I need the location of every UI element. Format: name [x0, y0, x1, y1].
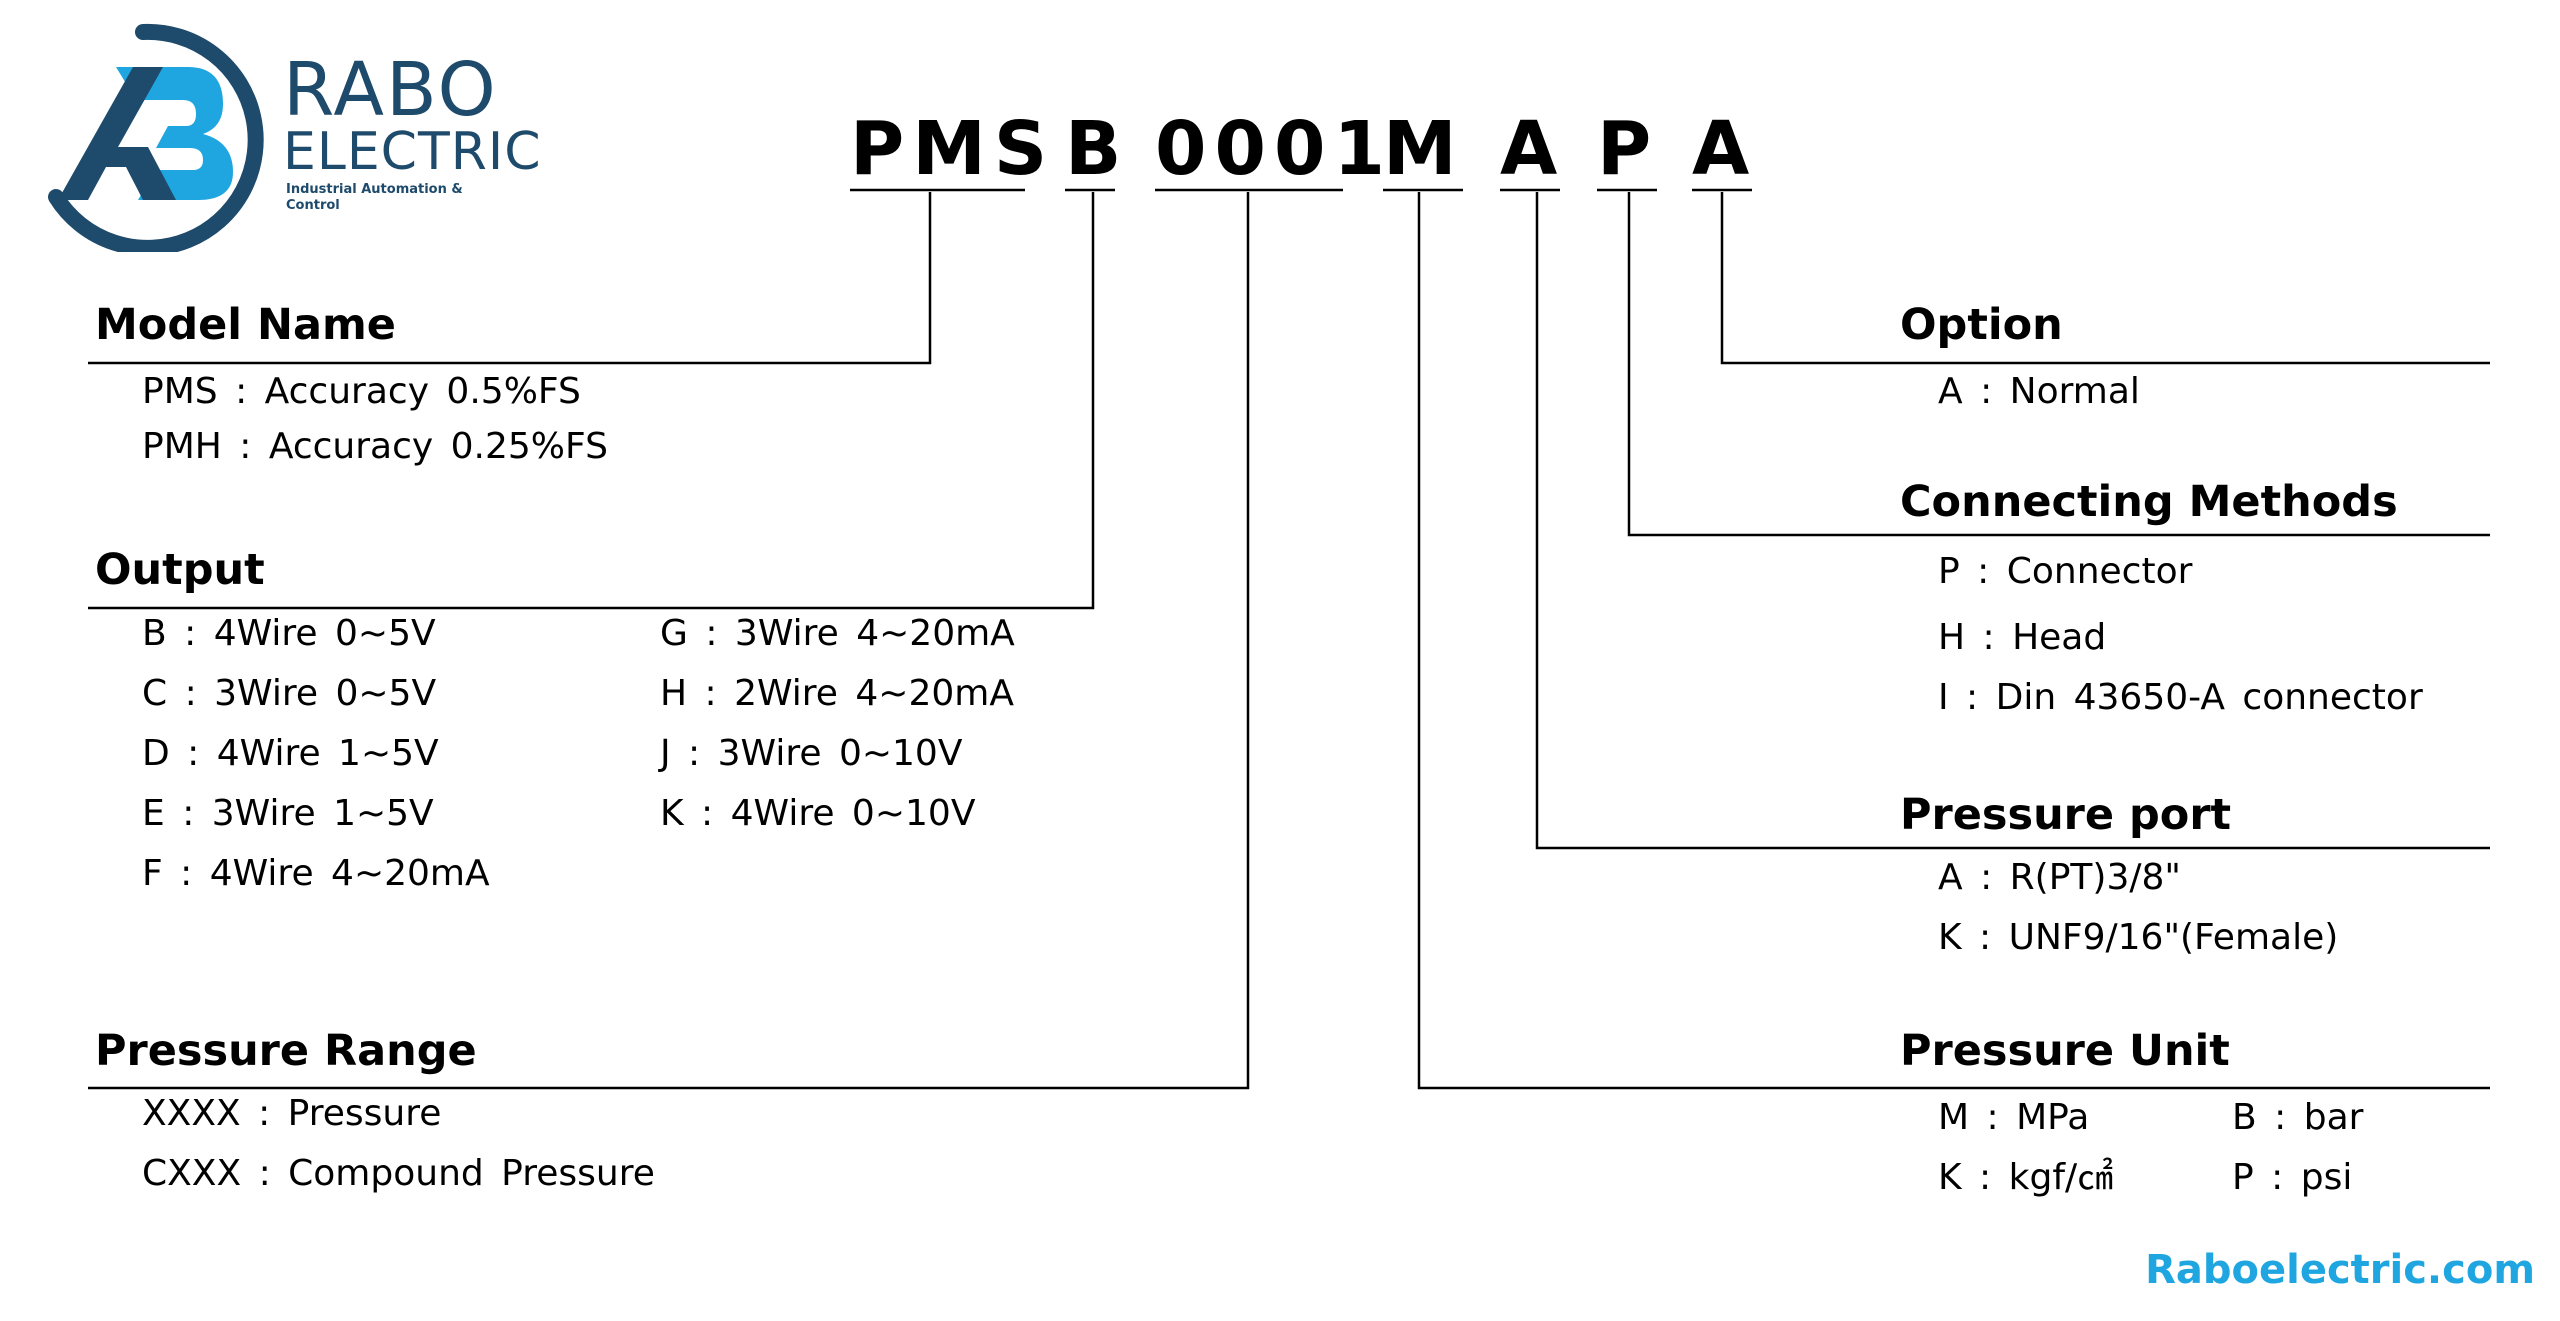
code-segment-output: B	[1065, 106, 1130, 192]
list-item: P : Connector	[1938, 551, 2193, 592]
code-segment-unit: M	[1383, 106, 1465, 192]
connector-connecting-methods	[1627, 192, 2490, 537]
list-item: F : 4Wire 4~20mA	[142, 853, 490, 894]
list-item: PMS : Accuracy 0.5%FS	[142, 371, 581, 412]
list-item: G : 3Wire 4~20mA	[660, 613, 1015, 654]
list-item: H : Head	[1938, 617, 2107, 658]
list-item: E : 3Wire 1~5V	[142, 793, 434, 834]
list-item: XXXX : Pressure	[142, 1093, 442, 1134]
code-segment-model: PMS	[850, 106, 1056, 192]
logo-tagline: Industrial Automation & Control	[286, 182, 463, 213]
list-item: M : MPa	[1938, 1097, 2090, 1138]
list-item: P : psi	[2232, 1157, 2353, 1198]
connector-option	[1720, 192, 2490, 365]
section-title-pressure-port: Pressure port	[1900, 790, 2232, 840]
list-item: B : bar	[2232, 1097, 2364, 1138]
connector-output	[88, 192, 1095, 610]
code-segment-option: A	[1692, 106, 1758, 192]
list-item: J : 3Wire 0~10V	[660, 733, 963, 774]
list-item: K : 4Wire 0~10V	[660, 793, 976, 834]
list-item: A : R(PT)3/8"	[1938, 857, 2181, 898]
list-item: B : 4Wire 0~5V	[142, 613, 436, 654]
list-item: I : Din 43650-A connector	[1938, 677, 2423, 718]
list-item: K : UNF9/16"(Female)	[1938, 917, 2339, 958]
list-item: C : 3Wire 0~5V	[142, 673, 437, 714]
list-item: K : kgf/㎠	[1938, 1157, 2114, 1198]
rabo-br-monogram-icon	[48, 23, 264, 252]
section-title-pressure-range: Pressure Range	[95, 1026, 477, 1076]
code-segment-range: 0001	[1155, 106, 1393, 192]
section-title-connecting-methods: Connecting Methods	[1900, 477, 2398, 527]
logo-name-top: RABO	[283, 47, 498, 133]
connector-pressure-range	[88, 192, 1250, 1090]
list-item: H : 2Wire 4~20mA	[660, 673, 1014, 714]
logo-name-bottom: ELECTRIC	[283, 122, 542, 182]
connector-pressure-port	[1535, 192, 2490, 850]
website-link[interactable]: Raboelectric.com	[2145, 1247, 2535, 1293]
connector-model-name	[88, 192, 932, 365]
list-item: A : Normal	[1938, 371, 2140, 412]
rabo-electric-logo: RABO ELECTRIC Industrial Automation & Co…	[38, 22, 541, 252]
list-item: CXXX : Compound Pressure	[142, 1153, 655, 1194]
section-title-pressure-unit: Pressure Unit	[1900, 1026, 2230, 1076]
list-item: PMH : Accuracy 0.25%FS	[142, 426, 608, 467]
section-title-model-name: Model Name	[95, 300, 396, 350]
section-title-option: Option	[1900, 300, 2063, 350]
connector-pressure-unit	[1417, 192, 2490, 1090]
section-title-output: Output	[95, 545, 265, 595]
list-item: D : 4Wire 1~5V	[142, 733, 439, 774]
code-segment-port: A	[1500, 106, 1566, 192]
code-segment-connect: P	[1597, 106, 1660, 192]
